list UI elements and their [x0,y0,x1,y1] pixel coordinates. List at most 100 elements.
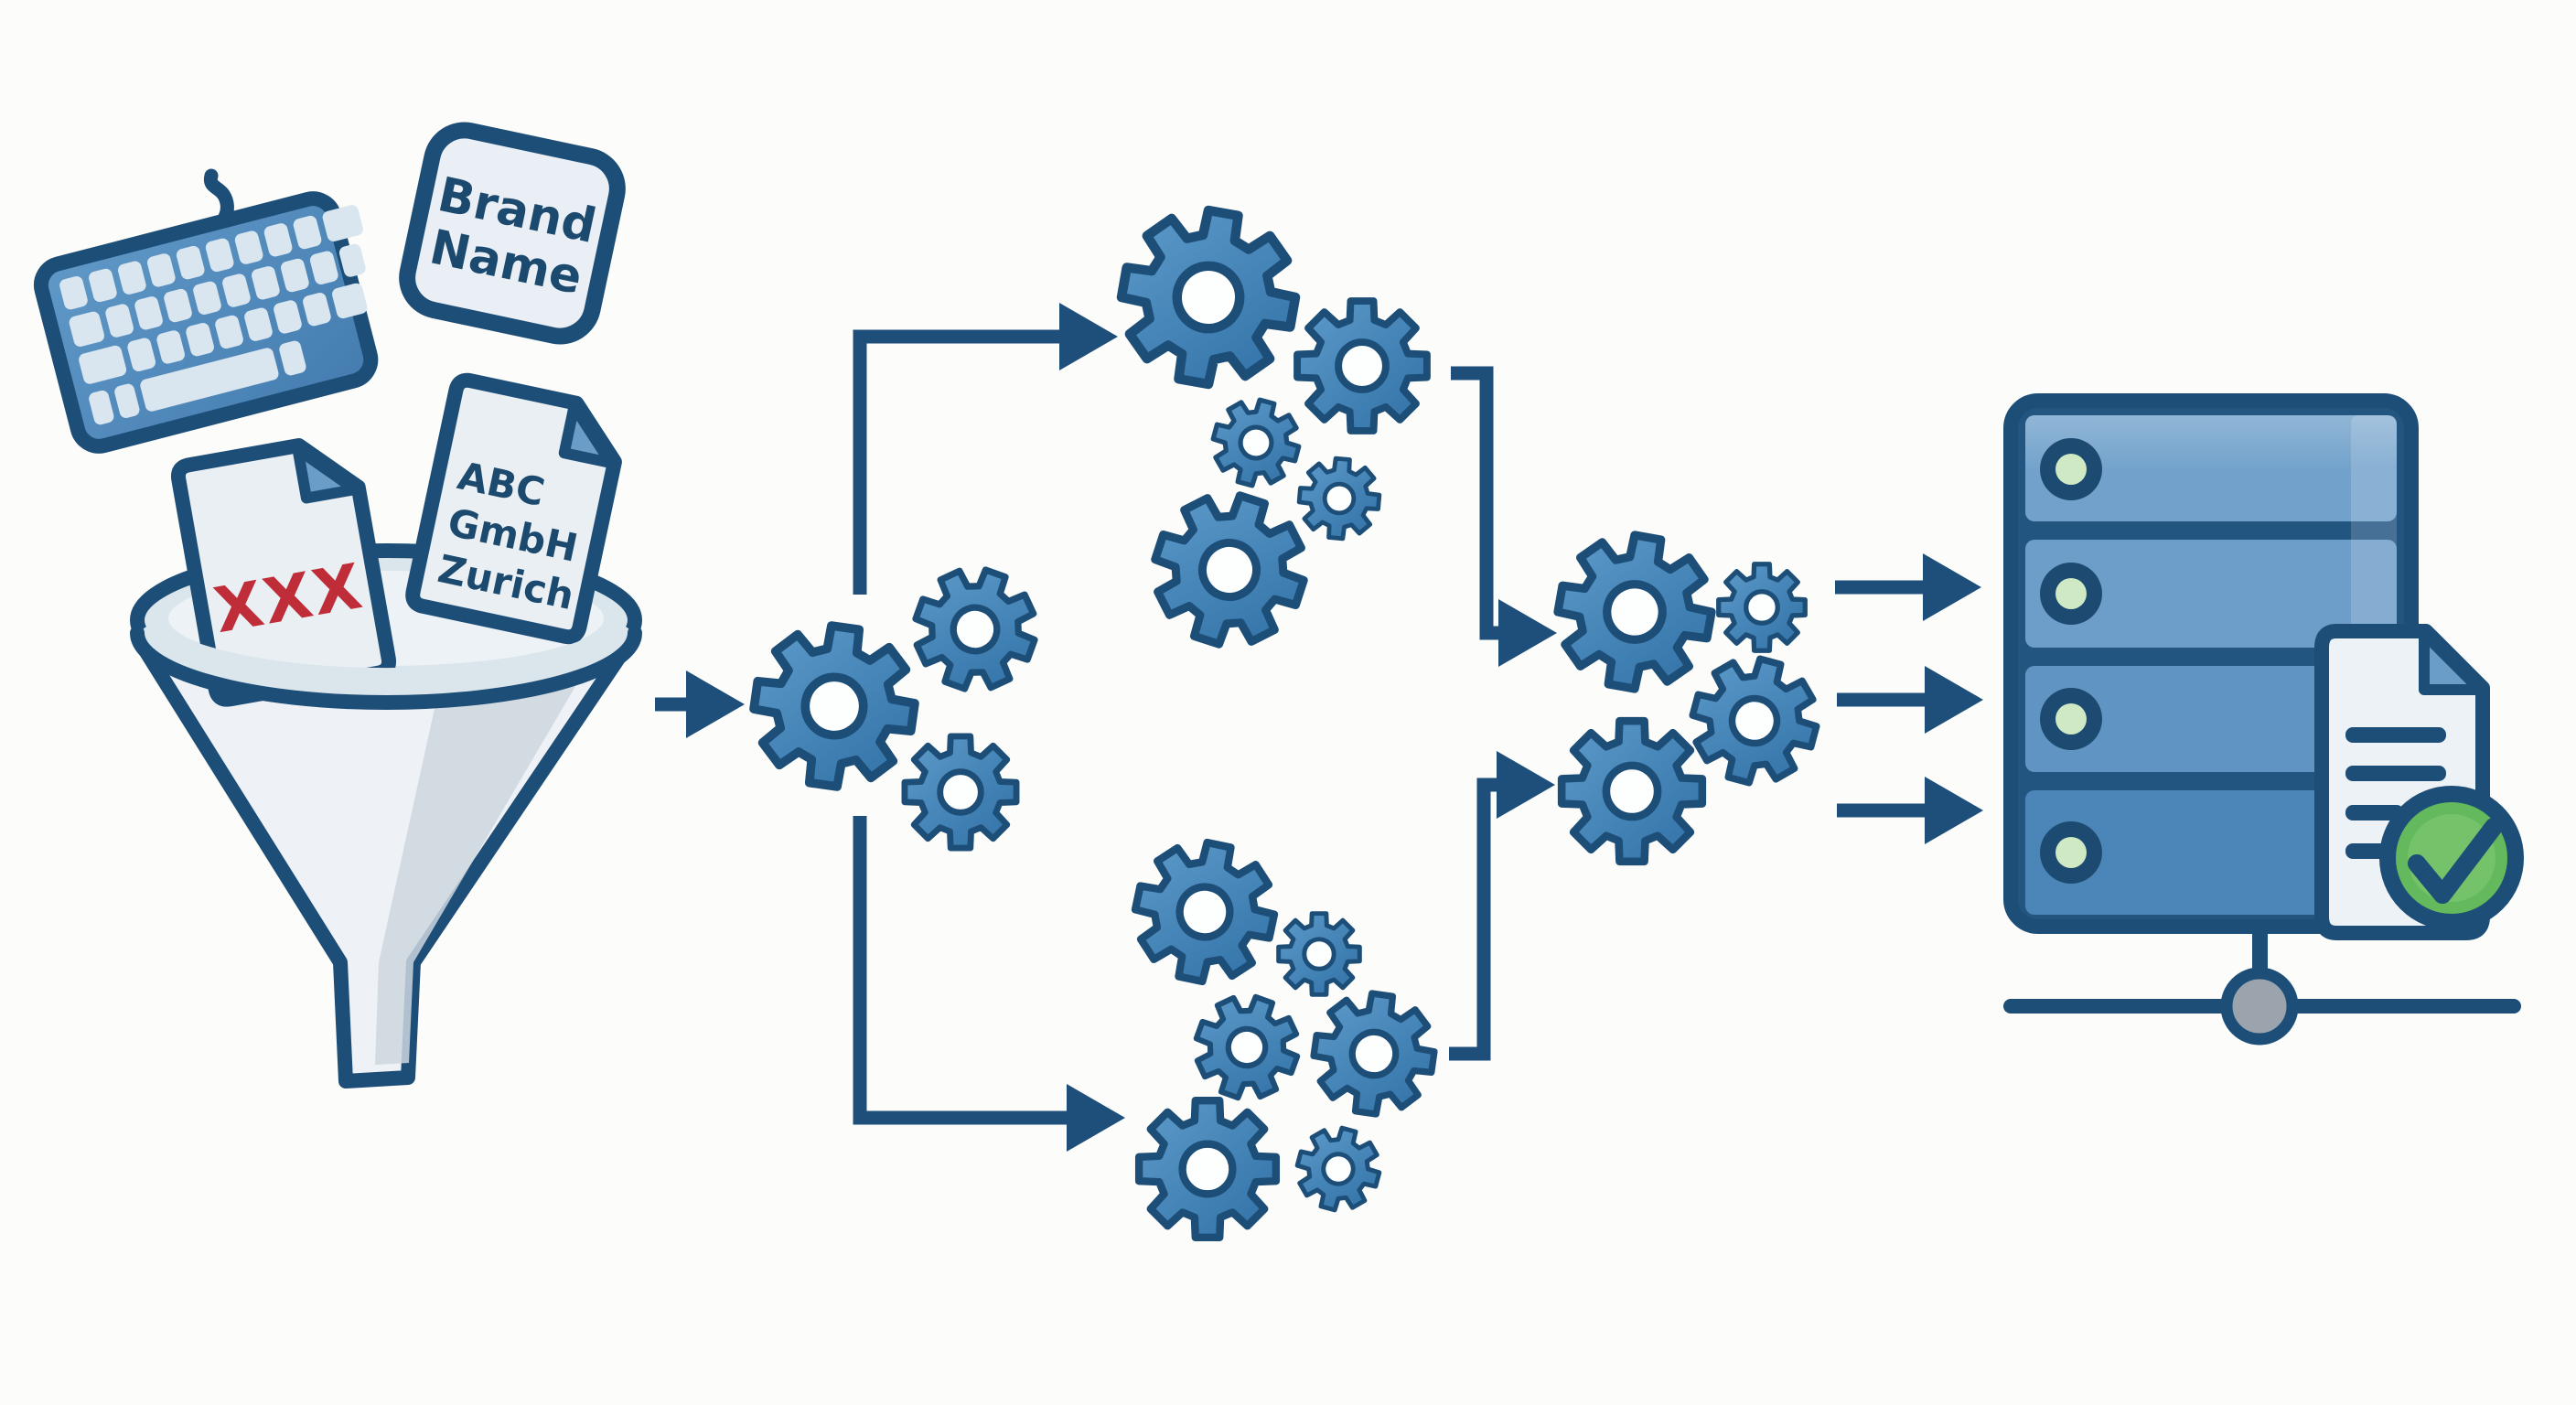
gear-icon [1557,716,1707,866]
keyboard-key [164,288,192,323]
keyboard-key [105,304,134,338]
brand-name-card: Brand Name [399,122,626,345]
gear-icon [1276,911,1362,997]
gear-icon [912,566,1038,692]
keyboard-key [303,292,331,327]
gear-icon [1193,993,1301,1101]
arrow-right-icon [1067,1084,1125,1152]
keyboard-key [89,268,117,303]
gear-icon [1116,205,1301,390]
input-items-group: Brand Name XXX ABC GmbH Zurich [33,122,643,1089]
gear-icon [1134,1096,1281,1242]
keyboard-key [140,348,279,412]
checkmark-icon [2379,786,2524,930]
document-fold [2419,628,2485,695]
document-text-lines [2345,727,2446,859]
keyboard-key [59,276,88,310]
checkmark-glyph [2408,818,2503,904]
server-leds [2040,438,2102,884]
funnel-lip-edge [130,626,642,710]
server-group [2003,393,2524,1046]
keyboard-key [338,243,366,277]
keyboard-key [205,238,234,273]
gear-icon [1689,655,1820,787]
gear-icon [1716,562,1808,653]
keyboard-key [293,215,322,250]
gear-clusters [749,205,1820,1242]
keyboard-keys [59,205,368,425]
keyboard-key [176,245,205,280]
keyboard-key [193,281,221,315]
led-light-icon [2055,703,2087,735]
filter-to-bottom-arrow [853,816,1125,1152]
company-document-icon: ABC GmbH Zurich [405,372,622,645]
keyboard-key [146,253,176,287]
keyboard-key [222,273,251,307]
keyboard-key [134,296,163,330]
gear-icon [1210,397,1302,488]
funnel-lip-band [129,618,643,702]
arrow-right-icon [686,670,745,738]
gear-icon [1310,990,1438,1118]
merge-to-server-1-arrow [1835,553,1981,621]
arrow-right-icon [1925,777,1983,844]
branch-top-gears [1116,205,1431,649]
keyboard-key [79,345,127,384]
arrow-right-icon [1497,751,1555,819]
branch-bottom-gears [1131,838,1438,1242]
company-document-fold [558,401,617,469]
merge-to-server-2-arrow [1837,666,1983,734]
blocked-document-icon: XXX [170,438,397,707]
merge-gears [1553,531,1820,866]
keyboard-key [263,223,293,257]
gear-icon [1294,1125,1382,1213]
keyboard-key [186,323,214,357]
keyboard-key [118,261,146,295]
led-light-icon [2055,454,2087,485]
led-light-icon [2055,837,2087,868]
top-to-merge-arrow [1451,366,1557,667]
blocked-document-fold [292,444,361,504]
filter-gears [749,566,1038,852]
connector-arrows [655,303,1983,1152]
keyboard-key [332,283,368,319]
arrow-right-icon [1925,666,1983,734]
led-light-icon [2055,578,2087,609]
merge-to-server-3-arrow [1837,777,1983,844]
arrow-right-icon [1923,553,1981,621]
keyboard-key [279,340,306,376]
gear-icon [1293,297,1431,434]
server-side-strip [2351,415,2397,648]
keyboard-key [234,231,263,264]
gear-icon [1151,491,1308,649]
gear-icon [1553,531,1716,693]
gear-icon [749,621,919,791]
server-bay-2 [2025,540,2397,648]
network-node-icon [2220,967,2299,1046]
keyboard-key [127,338,156,371]
server-bay-4 [2025,790,2397,915]
server-bay-shine [2025,415,2397,470]
funnel-to-filter-arrow [655,670,745,738]
gear-icon [901,733,1020,852]
bottom-to-merge-arrow [1449,751,1555,1061]
keyboard-icon [33,191,379,454]
arrow-right-icon [1498,599,1557,667]
gear-icon [1296,456,1382,542]
brand-card-body [399,122,626,345]
server-bay-3 [2025,666,2397,772]
keyboard-key [309,251,338,284]
keyboard-key [114,383,140,418]
gear-icon [1131,838,1279,986]
keyboard-key [244,307,273,341]
arrow-right-icon [1059,303,1118,370]
keyboard-key [156,330,185,364]
keyboard-key [89,390,114,425]
keyboard-key [274,300,302,334]
server-icon [2003,393,2419,934]
keyboard-key [215,315,243,349]
filter-to-top-arrow [853,303,1118,595]
keyboard-key [252,266,280,300]
blocked-document-body [170,438,397,707]
